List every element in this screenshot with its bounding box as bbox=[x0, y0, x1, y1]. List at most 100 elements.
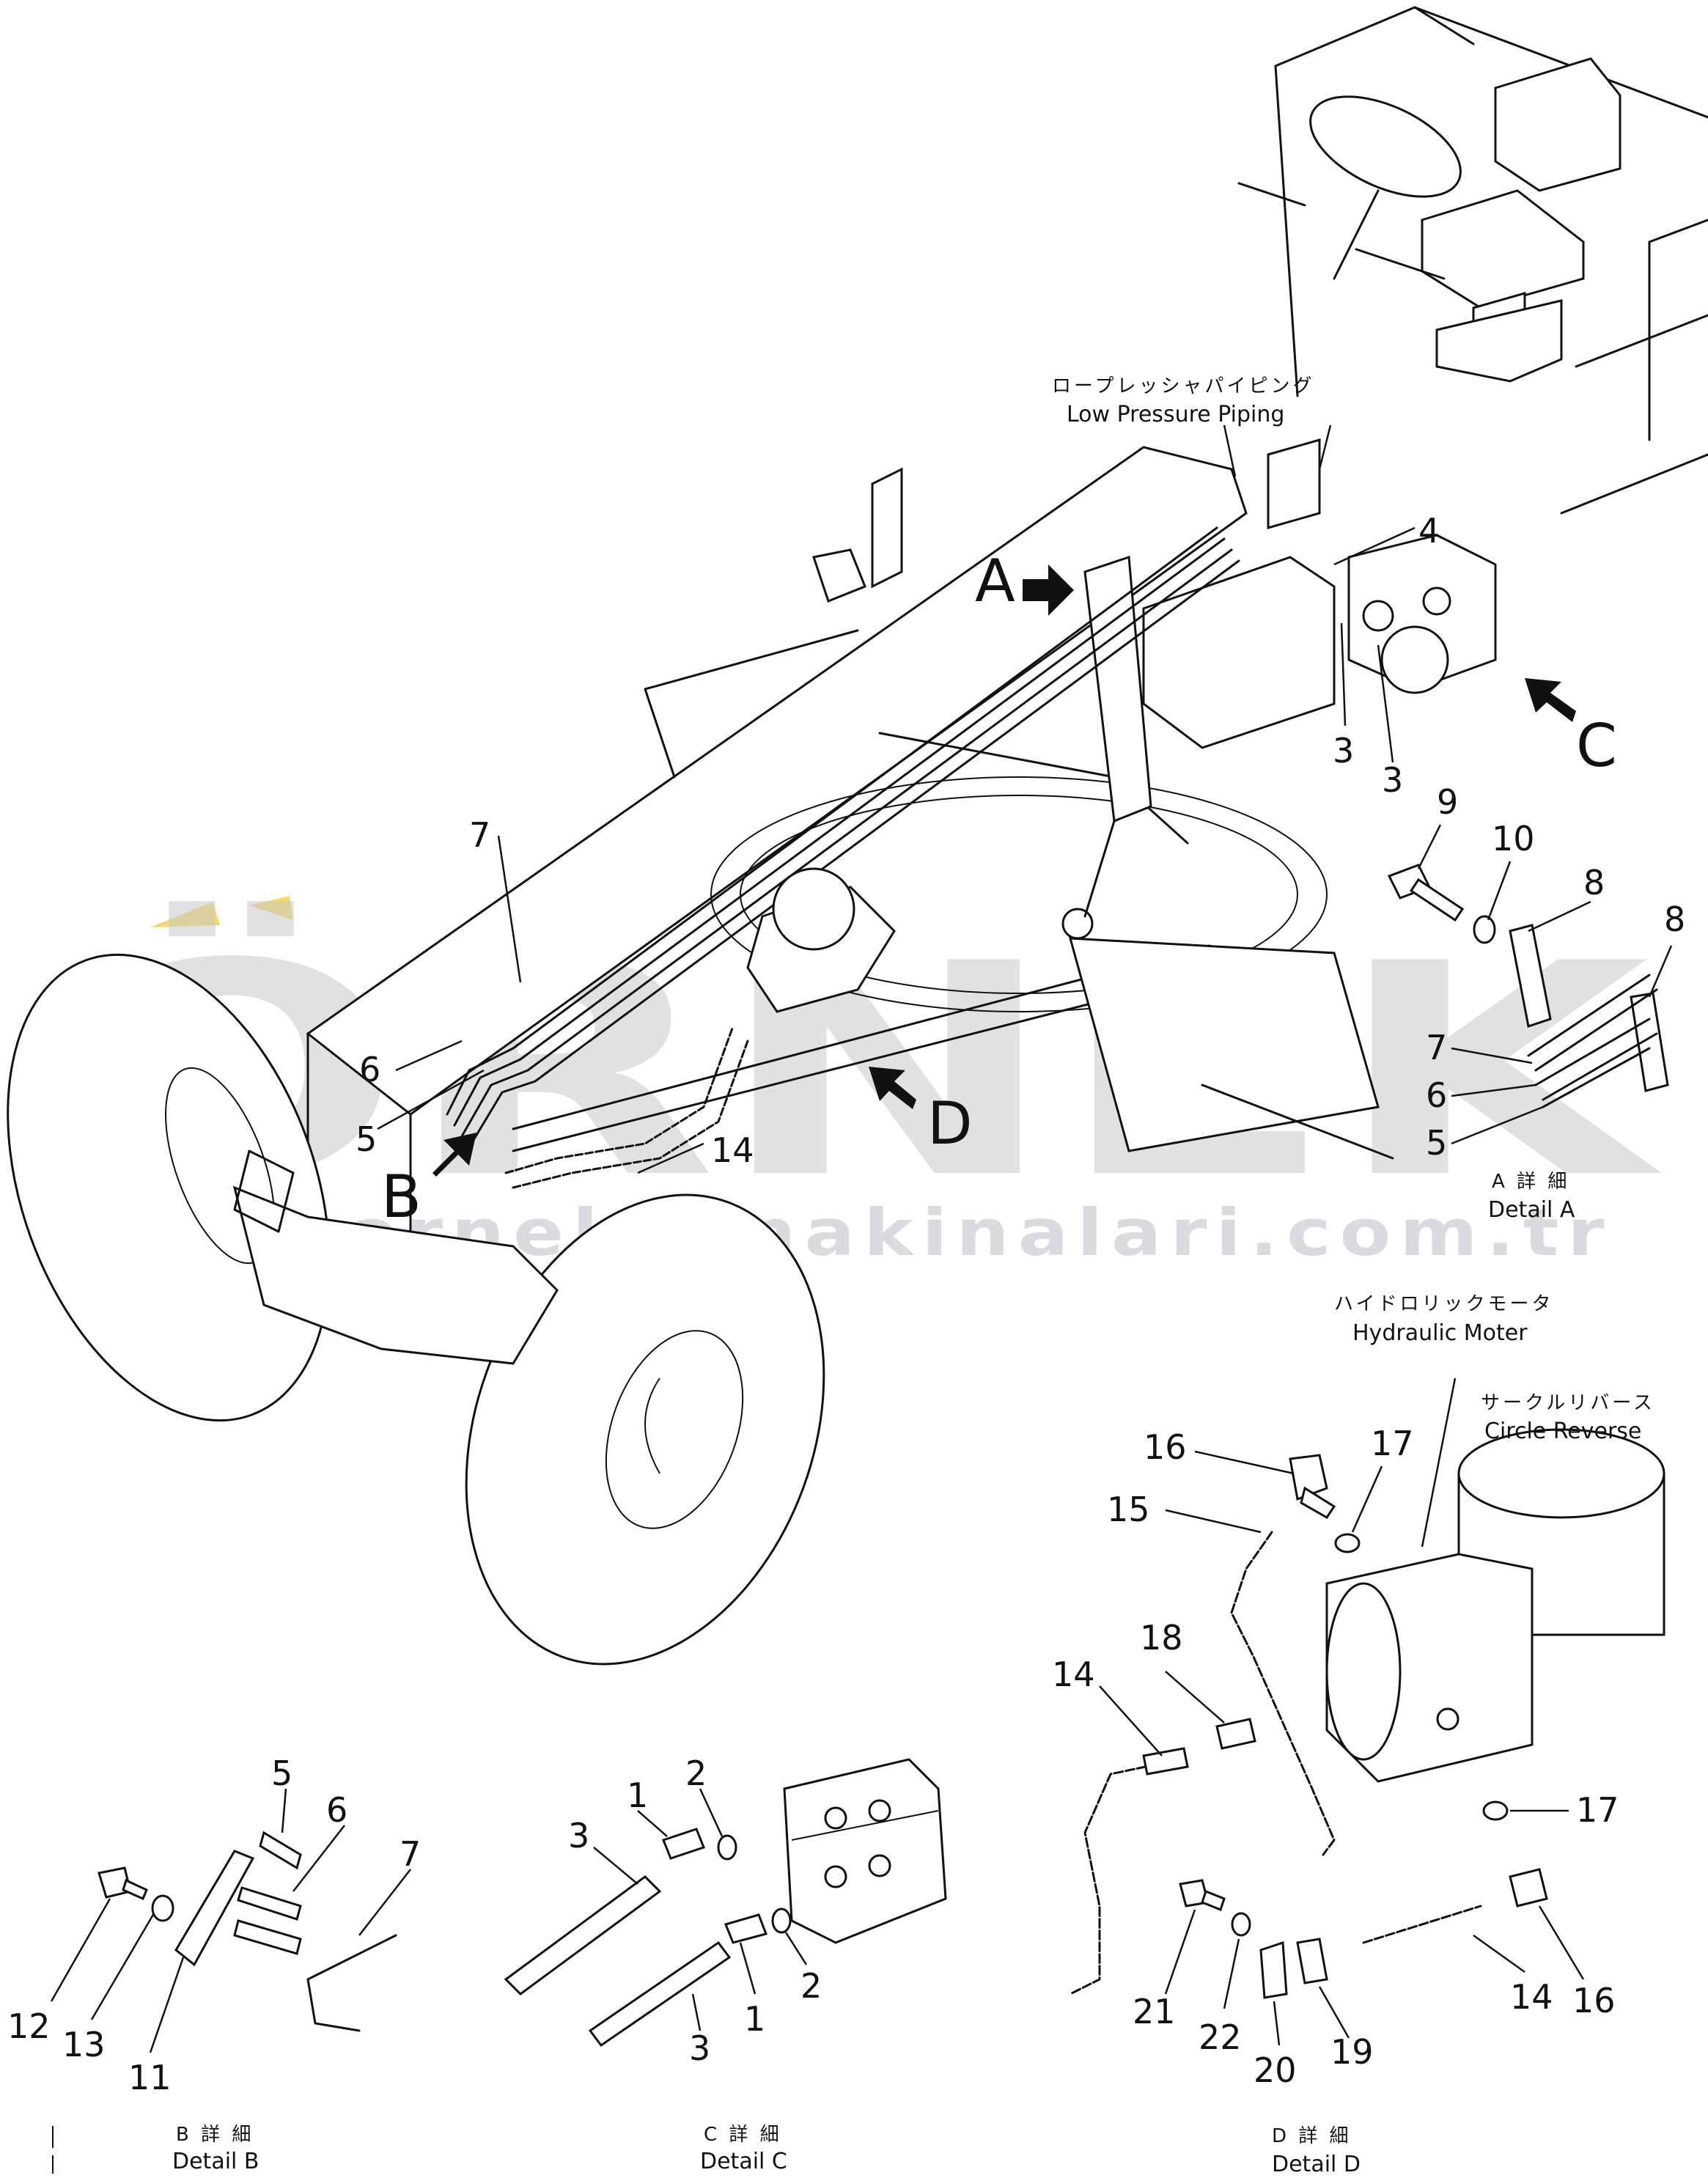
detail-b-clamp-11 bbox=[174, 1850, 255, 1967]
callout-main-3b: 3 bbox=[1382, 760, 1403, 800]
detail-b-frame-edge bbox=[306, 1934, 397, 2032]
callout-main-3a: 3 bbox=[1333, 731, 1354, 770]
front-wheel-left bbox=[7, 953, 331, 1422]
view-letter-b: B bbox=[381, 1163, 422, 1231]
detail-c-caption-jp: C 詳 細 bbox=[704, 2124, 782, 2146]
detail-a-clamp-8a bbox=[1509, 924, 1552, 1028]
reverse-label-jp: サークルリバース bbox=[1481, 1392, 1655, 1414]
watermark-accent-mark bbox=[150, 896, 293, 927]
callout-d-18: 18 bbox=[1140, 1618, 1183, 1658]
detail-c-hose-3b bbox=[588, 1940, 732, 2048]
detail-b-pipe-7 bbox=[233, 1919, 302, 1955]
arrow-a-icon bbox=[1023, 564, 1074, 616]
callout-main-4: 4 bbox=[1418, 511, 1440, 551]
callout-c-2a: 2 bbox=[685, 1754, 707, 1793]
callout-a-5: 5 bbox=[1426, 1123, 1447, 1163]
callout-b-6: 6 bbox=[326, 1790, 347, 1830]
detail-a-clamp-8b bbox=[1630, 992, 1669, 1092]
callout-d-16b: 16 bbox=[1572, 1981, 1616, 2020]
callout-a-8b: 8 bbox=[1664, 899, 1685, 939]
detail-c-fitting-1b bbox=[724, 1913, 768, 1944]
piping-label-jp: ロープレッシャパイピング bbox=[1052, 375, 1314, 397]
detail-d-oring-17b bbox=[1482, 1800, 1509, 1821]
callout-d-14b: 14 bbox=[1510, 1977, 1553, 2017]
detail-d-elbow-16a bbox=[1289, 1454, 1336, 1519]
callout-d-21: 21 bbox=[1133, 1992, 1176, 2031]
callout-d-17b: 17 bbox=[1576, 1790, 1619, 1830]
front-wheel-right bbox=[465, 1193, 825, 1666]
detail-a-caption-jp: A 詳 細 bbox=[1492, 1171, 1569, 1193]
callout-b-11: 11 bbox=[128, 2058, 172, 2097]
detail-c-fitting-1a bbox=[662, 1828, 705, 1860]
detail-b-bolt-12 bbox=[97, 1866, 148, 1900]
arrow-d-icon bbox=[869, 1067, 916, 1109]
detail-a-pipe-7 bbox=[1527, 974, 1651, 1057]
detail-d-hose-14b bbox=[1362, 1905, 1482, 1944]
detail-b-caption-en: Detail B bbox=[172, 2149, 259, 2174]
control-valve bbox=[1142, 438, 1497, 749]
detail-d-caption-jp: D 詳 細 bbox=[1272, 2125, 1352, 2147]
callout-main-14: 14 bbox=[711, 1130, 754, 1170]
detail-a-pipe-5 bbox=[1542, 1047, 1651, 1108]
detail-a-pipe-6 bbox=[1534, 1018, 1651, 1086]
callout-c-2b: 2 bbox=[800, 1966, 822, 2006]
detail-d-hose-15 bbox=[1230, 1531, 1336, 1856]
detail-a: 9 10 8 8 7 6 5 A 詳 細 Detail A bbox=[1387, 782, 1685, 1223]
view-letter-c: C bbox=[1576, 712, 1617, 780]
callout-main-7: 7 bbox=[469, 815, 490, 855]
detail-d-hose-14a bbox=[1069, 1758, 1182, 1995]
detail-b-pipe-5 bbox=[259, 1831, 302, 1870]
callout-b-7: 7 bbox=[400, 1834, 421, 1874]
detail-d-washer-22 bbox=[1231, 1912, 1251, 1937]
detail-c-caption-en: Detail C bbox=[700, 2149, 787, 2174]
detail-b: 5 6 7 12 13 11 B 詳 細 Detail B bbox=[7, 1754, 421, 2174]
callout-d-14a: 14 bbox=[1052, 1655, 1095, 1694]
detail-d-bracket-20 bbox=[1259, 1940, 1288, 1999]
callout-b-5: 5 bbox=[271, 1754, 292, 1793]
callout-a-6: 6 bbox=[1426, 1075, 1447, 1115]
detail-d-caption-en: Detail D bbox=[1272, 2152, 1361, 2177]
callout-main-6: 6 bbox=[359, 1050, 380, 1089]
arrow-b-icon bbox=[432, 1133, 476, 1177]
detail-c-valve-body bbox=[783, 1758, 947, 1944]
callout-d-16a: 16 bbox=[1144, 1427, 1187, 1467]
detail-d-elbow-16b bbox=[1509, 1868, 1548, 1907]
callout-a-10: 10 bbox=[1492, 819, 1535, 858]
flex-hoses bbox=[504, 867, 896, 1189]
callout-a-8a: 8 bbox=[1583, 863, 1605, 902]
detail-b-washer-13 bbox=[151, 1894, 174, 1922]
detail-d-oring-17a bbox=[1334, 1533, 1361, 1553]
view-letter-a: A bbox=[975, 547, 1015, 615]
callout-c-1a: 1 bbox=[627, 1776, 648, 1815]
piping-bundle bbox=[446, 526, 1240, 1149]
detail-c-oring-2b bbox=[771, 1907, 792, 1934]
callout-main-5: 5 bbox=[356, 1119, 377, 1159]
detail-d-bolt-21 bbox=[1179, 1879, 1226, 1911]
motor-label-en: Hydraulic Moter bbox=[1352, 1320, 1528, 1346]
detail-b-pipe-6 bbox=[237, 1886, 302, 1921]
detail-a-bolt-9 bbox=[1387, 864, 1465, 922]
callout-c-3a: 3 bbox=[568, 1816, 589, 1855]
detail-c-hose-3a bbox=[504, 1875, 662, 1995]
grader-assembly: 4 3 3 7 6 5 14 A B C D ロープレッシャパイピング Low … bbox=[7, 6, 1708, 1666]
front-axle bbox=[232, 1149, 559, 1365]
arrow-c-icon bbox=[1525, 678, 1576, 722]
main-leaders bbox=[377, 424, 1416, 1174]
reverse-label-en: Circle Reverse bbox=[1484, 1419, 1641, 1444]
callout-a-7: 7 bbox=[1426, 1028, 1447, 1067]
lift-cylinder bbox=[1061, 555, 1152, 940]
callout-d-22: 22 bbox=[1199, 2017, 1242, 2057]
detail-d-clamp-19 bbox=[1296, 1938, 1328, 1984]
callout-a-9: 9 bbox=[1437, 782, 1458, 822]
callout-d-17a: 17 bbox=[1371, 1424, 1414, 1463]
moldboard bbox=[1068, 937, 1394, 1160]
detail-c: 1 2 3 1 2 3 C 詳 細 Detail C bbox=[504, 1754, 947, 2174]
detail-c-oring-2a bbox=[717, 1834, 737, 1861]
operator-cab bbox=[1237, 6, 1708, 515]
callout-d-20: 20 bbox=[1254, 2050, 1297, 2090]
detail-a-caption-en: Detail A bbox=[1488, 1197, 1575, 1223]
callout-c-3b: 3 bbox=[689, 2028, 710, 2068]
detail-d-hydraulic-motor bbox=[1325, 1553, 1534, 1783]
